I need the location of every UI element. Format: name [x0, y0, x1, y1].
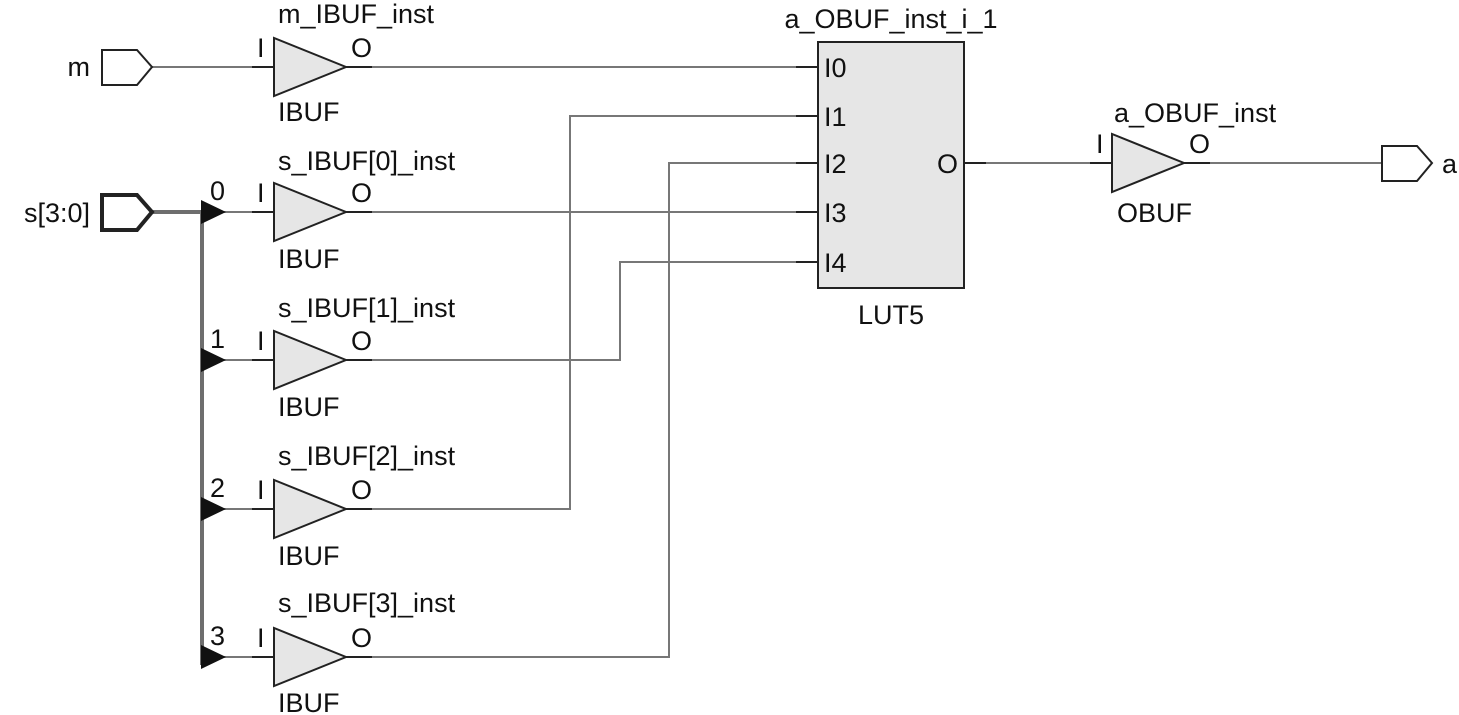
- ibuf-s3-instance-name: s_IBUF[3]_inst: [278, 588, 456, 618]
- lut-type: LUT5: [858, 300, 924, 330]
- ibuf-s2-type: IBUF: [278, 541, 340, 571]
- input-port-m-shape[interactable]: [101, 49, 154, 86]
- ibuf-s0[interactable]: s_IBUF[0]_inst IBUF I O: [252, 146, 456, 274]
- ibuf-s0-shape[interactable]: [273, 181, 349, 243]
- ibuf-s3-shape[interactable]: [273, 626, 349, 688]
- bus-bit-label-1: 1: [210, 324, 225, 354]
- ibuf-s3-type: IBUF: [278, 688, 340, 715]
- port-a-label: a: [1442, 149, 1458, 179]
- ibuf-s2-pin-in: I: [257, 475, 265, 505]
- net-s2-ibuf-to-lut-i1: [372, 115, 796, 510]
- bus-bit-label-0: 0: [210, 176, 225, 206]
- ibuf-s0-pin-in: I: [257, 178, 265, 208]
- ibuf-s1-pin-in: I: [257, 326, 265, 356]
- lut-pin-i0: I0: [824, 53, 847, 83]
- ibuf-s1-type: IBUF: [278, 392, 340, 422]
- lut-pin-o: O: [937, 149, 958, 179]
- lut-pin-i1: I1: [824, 102, 847, 132]
- ibuf-s2[interactable]: s_IBUF[2]_inst IBUF I O: [252, 441, 456, 571]
- obuf-a[interactable]: a_OBUF_inst OBUF I O: [1090, 98, 1277, 228]
- ibuf-s2-instance-name: s_IBUF[2]_inst: [278, 441, 456, 471]
- ibuf-m-type: IBUF: [278, 97, 340, 127]
- ibuf-s3-pin-out: O: [351, 623, 372, 653]
- ibuf-s2-pin-out: O: [351, 475, 372, 505]
- ripper-0: [201, 200, 226, 224]
- lut5-cell[interactable]: a_OBUF_inst_i_1 LUT5 I0 I1 I2 I3 I4 O: [784, 4, 997, 330]
- lut-pin-i2: I2: [824, 149, 847, 179]
- ibuf-m-pin-out: O: [351, 33, 372, 63]
- port-s[interactable]: s[3:0]: [24, 193, 155, 232]
- ibuf-s1-pin-out: O: [351, 326, 372, 356]
- ibuf-m-instance-name: m_IBUF_inst: [278, 0, 435, 29]
- lut-instance-name: a_OBUF_inst_i_1: [784, 4, 997, 34]
- ripper-2: [201, 497, 226, 521]
- port-a[interactable]: a: [1381, 145, 1458, 182]
- bus-bit-label-2: 2: [210, 473, 225, 503]
- obuf-a-pin-in: I: [1096, 129, 1104, 159]
- bus-bit-label-3: 3: [210, 621, 225, 651]
- ripper-1: [201, 348, 226, 372]
- obuf-a-type: OBUF: [1117, 198, 1192, 228]
- ibuf-s0-type: IBUF: [278, 244, 340, 274]
- ibuf-s1[interactable]: s_IBUF[1]_inst IBUF I O: [252, 293, 456, 422]
- ripper-3: [201, 645, 226, 669]
- port-m[interactable]: m: [68, 49, 154, 86]
- port-s-label: s[3:0]: [24, 198, 90, 228]
- ibuf-s1-shape[interactable]: [273, 329, 349, 391]
- ibuf-m[interactable]: m_IBUF_inst IBUF I O: [252, 0, 435, 127]
- ibuf-s3[interactable]: s_IBUF[3]_inst IBUF I O: [252, 588, 456, 715]
- obuf-a-instance-name: a_OBUF_inst: [1114, 98, 1277, 128]
- lut5-box[interactable]: [817, 41, 965, 289]
- ibuf-s0-pin-out: O: [351, 178, 372, 208]
- net-s1-ibuf-to-lut-i4: [372, 261, 796, 361]
- output-port-a-shape[interactable]: [1381, 145, 1434, 182]
- ibuf-m-pin-in: I: [257, 33, 265, 63]
- ibuf-s2-shape[interactable]: [273, 478, 349, 540]
- lut-pin-i3: I3: [824, 198, 847, 228]
- input-port-s-shape[interactable]: [100, 193, 155, 232]
- ibuf-m-shape[interactable]: [273, 36, 349, 98]
- ibuf-s0-instance-name: s_IBUF[0]_inst: [278, 146, 456, 176]
- net-s3-ibuf-to-lut-i2: [372, 162, 796, 658]
- obuf-a-pin-out: O: [1189, 129, 1210, 159]
- port-m-label: m: [68, 52, 91, 82]
- bus-rippers: 0 1 2 3: [201, 176, 226, 669]
- obuf-a-shape[interactable]: [1111, 132, 1187, 194]
- lut-pin-i4: I4: [824, 248, 847, 278]
- ibuf-s3-pin-in: I: [257, 623, 265, 653]
- ibuf-s1-instance-name: s_IBUF[1]_inst: [278, 293, 456, 323]
